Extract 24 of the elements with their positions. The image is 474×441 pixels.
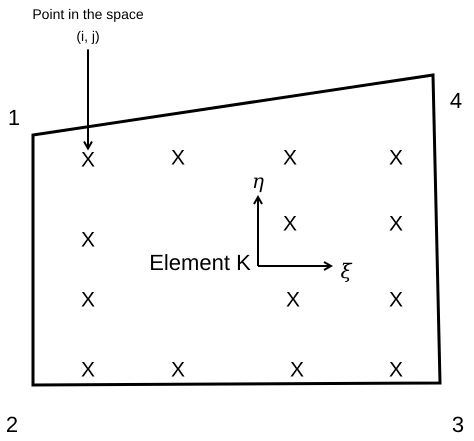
point-mark: X bbox=[389, 148, 403, 168]
point-mark: X bbox=[81, 150, 95, 170]
corner-number: 2 bbox=[6, 414, 18, 436]
corner-number: 1 bbox=[8, 107, 20, 129]
point-mark: X bbox=[389, 360, 403, 380]
point-mark: X bbox=[290, 360, 304, 380]
point-mark: X bbox=[81, 360, 95, 380]
element-label: Element K bbox=[149, 252, 251, 274]
corner-number: 3 bbox=[452, 414, 464, 436]
leader-arrow bbox=[83, 49, 93, 150]
corner-number: 4 bbox=[450, 90, 462, 112]
axis-label: ξ bbox=[340, 261, 352, 281]
point-mark: X bbox=[283, 214, 297, 234]
callout-text: Point in the space (i, j) bbox=[26, 4, 150, 48]
point-mark: X bbox=[81, 230, 95, 250]
element-quadrilateral bbox=[30, 72, 444, 388]
point-mark: X bbox=[389, 290, 403, 310]
point-mark: X bbox=[389, 214, 403, 234]
point-mark: X bbox=[286, 290, 300, 310]
axis-label: η bbox=[252, 171, 264, 191]
point-mark: X bbox=[81, 290, 95, 310]
point-mark: X bbox=[283, 148, 297, 168]
point-mark: X bbox=[171, 148, 185, 168]
point-mark: X bbox=[171, 360, 185, 380]
